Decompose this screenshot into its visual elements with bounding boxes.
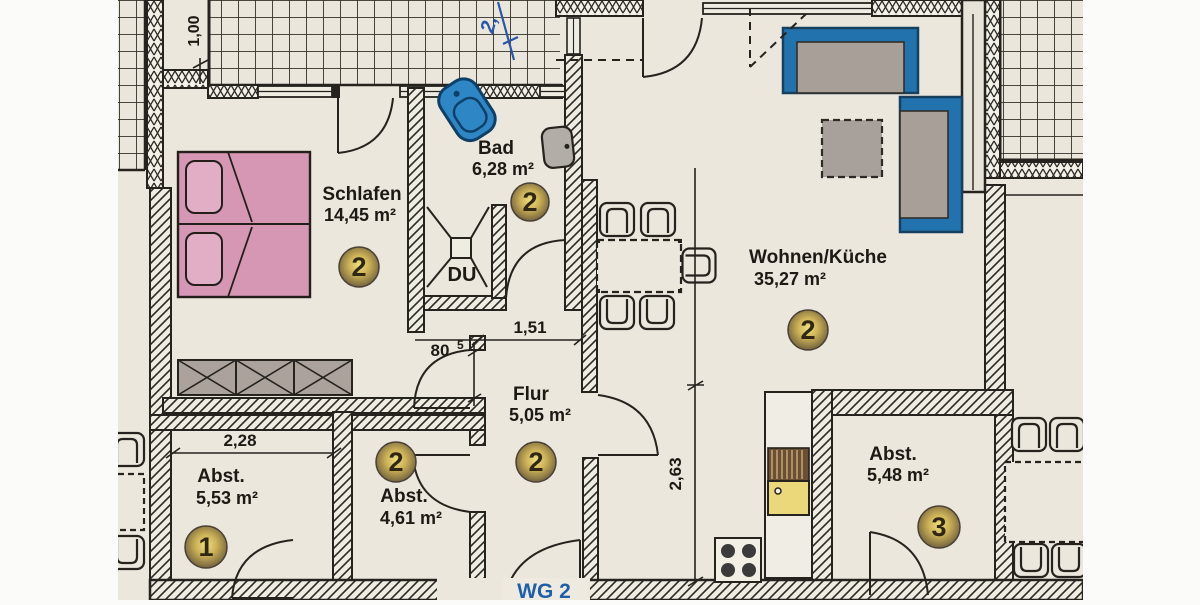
toilet — [540, 125, 576, 169]
unit-label-text: WG 2 — [517, 580, 571, 600]
dimension-lines — [165, 58, 704, 587]
badge: 2 — [787, 309, 829, 351]
badge: 2 — [510, 182, 550, 222]
coffee-table — [820, 118, 884, 179]
sofa-small — [898, 95, 964, 234]
room-area: 5,48 m² — [867, 465, 929, 485]
room-name: Schlafen — [322, 184, 401, 205]
dim-flur-width: 1,51 — [513, 318, 546, 337]
door-wohnen-terrace — [642, 17, 703, 78]
room-abst-right: Abst. 5,48 m² 3 — [867, 444, 961, 549]
handwritten-dim: 2, — [476, 13, 502, 36]
window-wohnen — [702, 2, 873, 15]
badge: 2 — [375, 441, 417, 483]
room-wohnen: Wohnen/Küche 35,27 m² 2 — [749, 247, 887, 351]
badge-number: 2 — [388, 447, 403, 477]
badge-number: 2 — [528, 447, 543, 477]
room-name: Abst. — [380, 486, 428, 507]
sofa-large — [781, 26, 920, 95]
door-schlafen-80 — [413, 349, 471, 409]
door-flur-wohnen — [597, 394, 659, 456]
badge-number: 2 — [351, 252, 366, 282]
faucet-icon — [774, 487, 782, 495]
badge-number: 3 — [931, 512, 946, 542]
dim-side-terrace: 1,00 — [186, 15, 203, 46]
room-area: 5,05 m² — [509, 405, 571, 425]
room-flur: Flur 5,05 m² 2 — [509, 384, 571, 483]
terrace-top-right — [998, 0, 1083, 196]
room-name: Wohnen/Küche — [749, 247, 887, 268]
neighbor-terrace-strip — [118, 0, 209, 189]
exterior-wall-bottom — [148, 578, 1083, 600]
badge: 3 — [917, 505, 961, 549]
handwritten-annotation: 2, — [476, 1, 519, 61]
dim-kitchen-depth: 2,63 — [666, 457, 685, 490]
dim-abst-left-width: 2,28 — [223, 431, 256, 450]
dining-set — [595, 201, 717, 331]
badge: 2 — [338, 246, 380, 288]
dim-door-width-sup: 5 — [457, 338, 464, 352]
unit-label: WG 2 — [502, 578, 588, 600]
door-schlafen-terrace — [337, 97, 394, 154]
room-abst-left: Abst. 5,53 m² 1 — [184, 466, 258, 569]
neighbor-right-dining — [1003, 416, 1083, 579]
room-area: 6,28 m² — [472, 159, 534, 179]
room-area: 5,53 m² — [196, 488, 258, 508]
kitchen-counter — [764, 391, 813, 579]
room-schlafen: Schlafen 14,45 m² 2 — [322, 184, 402, 288]
kitchen-sink — [767, 447, 810, 516]
room-area: 35,27 m² — [754, 269, 826, 289]
room-area: 4,61 m² — [380, 508, 442, 528]
shower-label: DU — [448, 264, 477, 286]
door-abst-right — [869, 531, 929, 596]
window-bad-side — [566, 17, 581, 55]
room-area: 14,45 m² — [324, 205, 396, 225]
room-name: Bad — [478, 138, 514, 159]
roof-slope-dashed-lines — [556, 8, 807, 68]
badge: 2 — [515, 441, 557, 483]
room-name: Flur — [513, 384, 549, 405]
room-abst-mid: Abst. 4,61 m² 2 — [375, 441, 442, 528]
room-name: Abst. — [197, 466, 245, 487]
badge-number: 2 — [522, 187, 537, 217]
washbasin — [437, 77, 497, 143]
room-name: Abst. — [869, 444, 917, 465]
wall-wohnen-right — [960, 0, 987, 194]
door-abst-left — [231, 539, 294, 599]
double-bed — [176, 150, 312, 299]
badge-number: 2 — [800, 315, 815, 345]
dim-door-width: 80 — [431, 341, 450, 360]
room-bad: Bad 6,28 m² 2 — [472, 138, 550, 222]
interior-walls — [149, 0, 1014, 600]
door-bad — [505, 239, 566, 299]
exterior-wall-top — [207, 0, 984, 99]
wardrobe — [177, 359, 353, 396]
badge-number: 1 — [198, 532, 213, 562]
stove — [714, 537, 762, 583]
window-schlafen — [257, 85, 333, 98]
dining-table — [595, 238, 683, 294]
shower: DU — [426, 204, 507, 299]
neighbor-left-dining — [118, 431, 146, 571]
badge: 1 — [184, 525, 228, 569]
